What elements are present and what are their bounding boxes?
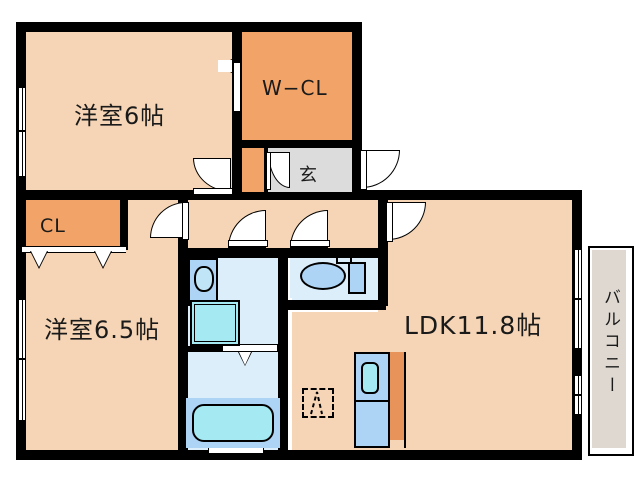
balcony-floor <box>592 250 626 448</box>
label-balcony: バルコニー <box>600 288 620 398</box>
door-arrow-bath-fill <box>239 352 251 365</box>
kitchen-range-strip-border <box>404 352 406 448</box>
door-leaf-shoe-closet[interactable] <box>266 152 271 190</box>
window-room6-west-mullion <box>22 88 23 176</box>
window-ldk-east-lower-center <box>574 394 582 396</box>
door-swing-entrance[interactable] <box>362 150 400 188</box>
door-leaf-room6[interactable] <box>193 188 233 195</box>
toilet-tank <box>348 262 366 294</box>
wall-south-of-entrance <box>242 192 362 200</box>
label-closet: CL <box>40 215 66 237</box>
label-washitsu-6: 洋室6帖 <box>74 102 166 130</box>
room-floor-ldk <box>378 198 582 450</box>
room-floor-w-closet <box>242 30 352 142</box>
window-room6-west-center <box>18 130 26 132</box>
wall-exterior-north <box>16 22 360 32</box>
ac-marker-glyph <box>302 386 334 416</box>
bathtub <box>192 404 274 442</box>
kitchen-sink-basin <box>361 362 379 394</box>
wall-east-of-room65 <box>178 196 188 460</box>
door-leaf-toilet[interactable] <box>290 240 330 247</box>
kitchen-counter-split <box>354 400 390 402</box>
label-washitsu-65: 洋室6.5帖 <box>44 316 161 344</box>
wall-east-of-entrance <box>352 148 362 200</box>
hallway-floor <box>186 198 386 256</box>
label-ldk: LDK11.8帖 <box>404 311 543 340</box>
wall-exterior-northeast <box>352 190 582 200</box>
window-room65-west-center <box>18 358 26 360</box>
wall-toilet-south <box>286 300 386 310</box>
wall-exterior-west <box>16 22 26 460</box>
wall-exterior-south <box>16 450 582 460</box>
window-ldk-east-upper-center <box>574 298 582 300</box>
balcony-outline <box>588 246 634 456</box>
wall-east-of-washroom <box>278 248 288 460</box>
wall-south-of-wcl <box>242 140 362 148</box>
washing-machine-pan-inner <box>194 304 236 342</box>
closet-arrow-cl-right-fill <box>95 251 111 267</box>
door-leaf-room65[interactable] <box>182 202 189 240</box>
wall-east-of-toilet <box>378 196 388 306</box>
room-floor-washitsu-65 <box>16 248 186 450</box>
toilet-bowl <box>300 262 346 290</box>
door-leaf-washroom[interactable] <box>228 240 268 247</box>
door-leaf-bath[interactable] <box>222 344 278 352</box>
wall-east-of-closet <box>120 196 128 250</box>
closet-shelf-cl <box>22 246 126 253</box>
toilet-lid <box>336 256 352 264</box>
door-leaf-ldk[interactable] <box>386 202 393 242</box>
closet-arrow-cl-left-fill <box>31 251 47 267</box>
room-floor-closet <box>16 200 126 248</box>
wall-south-of-room6 <box>16 190 242 200</box>
wall-east-of-wcl <box>352 22 362 150</box>
label-w-closet: W−CL <box>262 76 328 100</box>
room-floor-shoe-closet <box>242 148 266 192</box>
window-room65-west-mullion <box>22 300 23 420</box>
door-leaf-wcl[interactable] <box>233 62 241 112</box>
door-leaf-entrance[interactable] <box>360 150 367 190</box>
door-arrow-wcl-fill <box>219 60 232 72</box>
washbasin-bowl <box>194 266 214 292</box>
ac-marker-icon <box>302 388 334 418</box>
kitchen-range-strip <box>390 352 404 440</box>
label-entrance: 玄 <box>299 165 317 186</box>
